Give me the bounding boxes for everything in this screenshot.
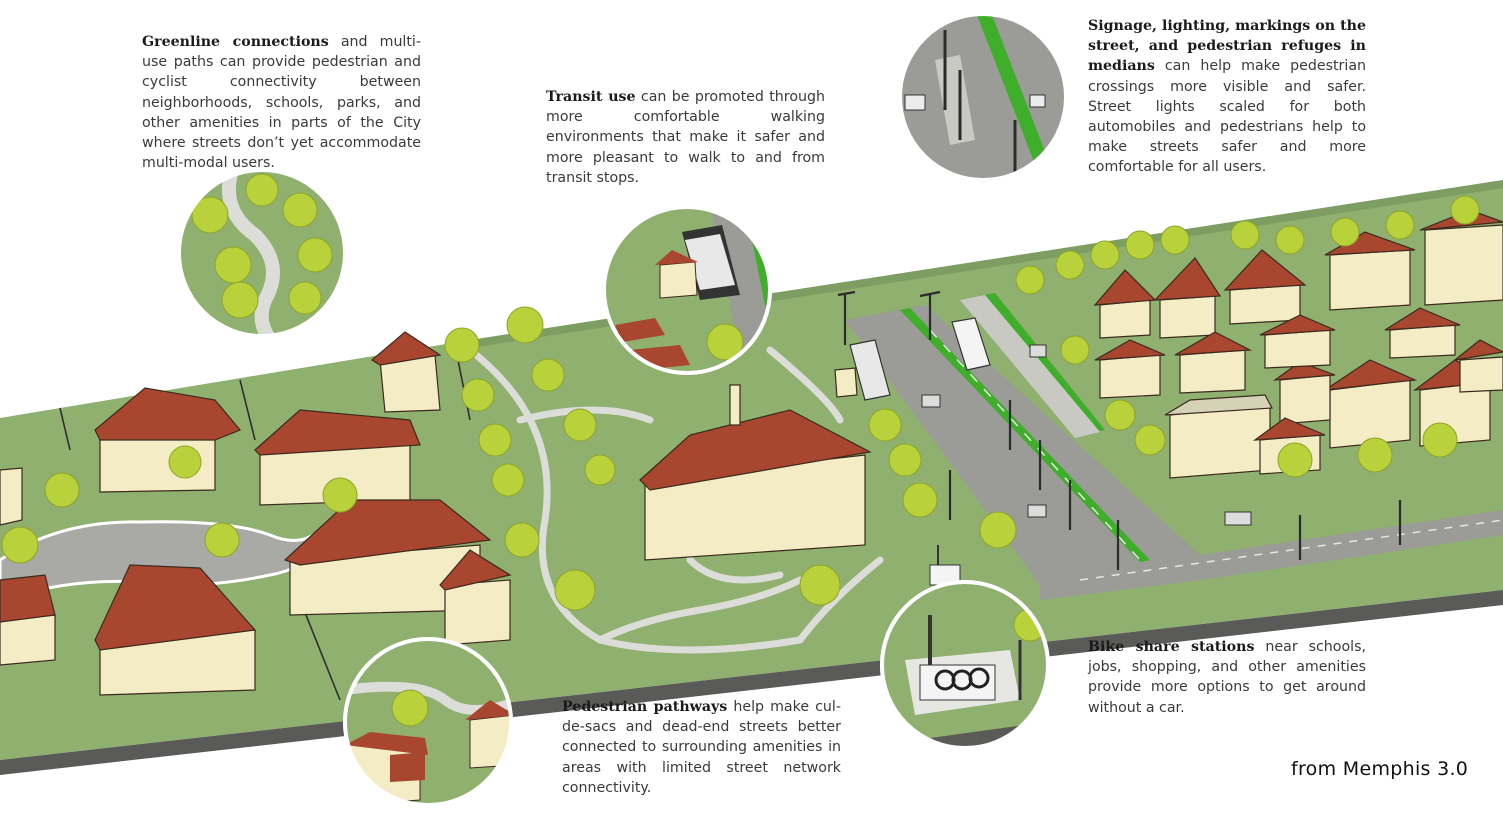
callout-bikeshare-lead: Bike share stations <box>1088 639 1255 655</box>
callout-signage: Signage, lighting, markings on the stree… <box>1088 16 1366 178</box>
detail-circle-greenline <box>177 168 347 338</box>
callout-greenline-text: and multi-use paths can provide pedestri… <box>142 34 421 172</box>
park-paths <box>466 346 884 654</box>
callout-bikeshare: Bike share stations near schools, jobs, … <box>1088 637 1366 718</box>
callout-signage-lead: Signage, lighting, markings on the stree… <box>1088 18 1366 75</box>
callout-transit-lead: Transit use <box>546 89 636 105</box>
callout-greenline-lead: Greenline connections <box>142 34 329 50</box>
source-credit: from Memphis 3.0 <box>1291 758 1469 780</box>
detail-circle-bikeshare <box>880 580 1050 750</box>
callout-bikeshare-text: near schools, jobs, shopping, and other … <box>1088 639 1366 716</box>
detail-circle-signage <box>898 12 1068 182</box>
street-lights <box>837 290 1402 570</box>
callout-pedestrian-text: help make cul-de-sacs and dead-end stree… <box>562 699 841 796</box>
callout-pedestrian: Pedestrian pathways help make cul-de-sac… <box>562 697 841 798</box>
callout-transit: Transit use can be promoted through more… <box>546 87 825 188</box>
callout-signage-text: can help make pedestrian crossings more … <box>1088 58 1366 176</box>
callout-transit-text: can be promoted through more comfortable… <box>546 89 825 186</box>
trees <box>1 195 1480 611</box>
callout-pedestrian-lead: Pedestrian pathways <box>562 699 728 715</box>
main-road <box>845 293 1503 600</box>
callout-greenline: Greenline connections and multi-use path… <box>142 32 421 173</box>
houses <box>0 209 1503 696</box>
vehicles <box>849 317 1252 526</box>
